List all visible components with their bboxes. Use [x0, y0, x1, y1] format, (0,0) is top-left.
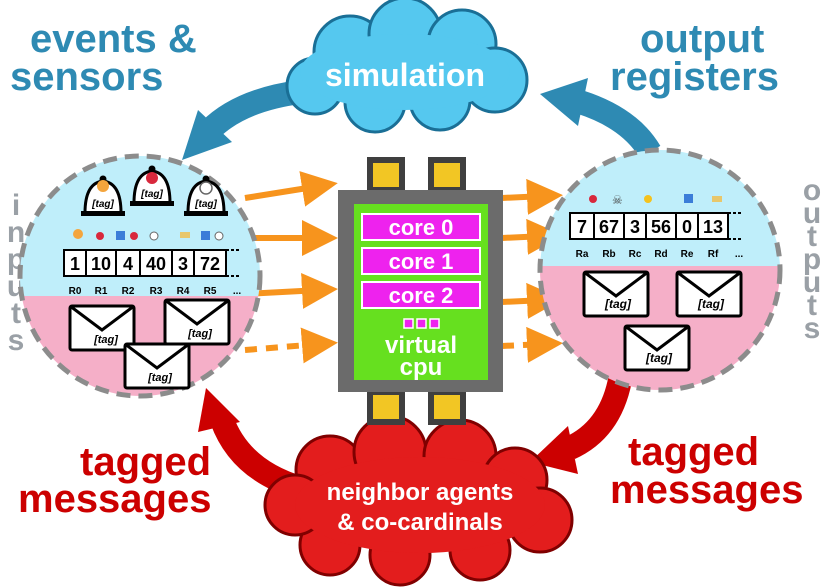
- bread-icon: [712, 196, 722, 202]
- register-value: 0: [682, 217, 692, 237]
- person-icon: [73, 229, 83, 239]
- register-value: 3: [630, 217, 640, 237]
- message-tag: [tag]: [697, 297, 725, 311]
- register-name: Rf: [708, 249, 719, 260]
- bell-tag-label: [tag]: [140, 189, 163, 200]
- label-tagged-right-line2: messages: [610, 468, 803, 512]
- message-tag: [tag]: [93, 334, 118, 346]
- message-tag: [tag]: [604, 297, 632, 311]
- strawberry-icon: [146, 172, 158, 184]
- chick-icon: [644, 195, 652, 203]
- message-tag: [tag]: [645, 351, 673, 365]
- register-name: R2: [122, 286, 135, 297]
- bell-tag-label: [tag]: [91, 199, 114, 210]
- inputs-circle: [tag] [tag] [tag] 1 10 4 40 3 72 R0 R1 R2 R3 R4 R5…: [17, 153, 263, 399]
- label-events-line2: sensors: [10, 55, 163, 99]
- cpu-core-box: [361, 281, 481, 309]
- clock-icon: [149, 231, 159, 241]
- register-name: R4: [177, 286, 190, 297]
- cpu-label-line1: virtual: [385, 332, 457, 359]
- bread-icon: [180, 232, 190, 238]
- register-value: 7: [577, 217, 587, 237]
- arrow-outputs-to-neighbors: [564, 377, 632, 459]
- simulation-cloud: simulation: [285, 0, 529, 134]
- save-icon: [201, 231, 210, 240]
- arrow-outputs-to-sim: [576, 90, 661, 159]
- register-name: Ra: [576, 249, 589, 260]
- clock-icon: [214, 231, 224, 241]
- arrow-sim-to-inputs-head: [182, 110, 232, 160]
- output-icons-row: ☠: [589, 193, 722, 207]
- register-value: 67: [599, 217, 619, 237]
- save-icon: [116, 231, 125, 240]
- neighbor-label-line2: & co-cardinals: [337, 509, 502, 536]
- register-cell: [569, 212, 595, 240]
- cpu-core-label: core 1: [389, 249, 454, 274]
- register-name: R5: [204, 286, 217, 297]
- register-name: ...: [735, 249, 744, 260]
- message-tag: [tag]: [187, 328, 212, 340]
- register-value: 72: [200, 254, 220, 274]
- label-tagged-right-line1: tagged: [628, 430, 759, 474]
- person-icon: [97, 180, 109, 192]
- register-name: Rd: [654, 249, 667, 260]
- neighbor-cloud: neighbor agents & co-cardinals: [263, 414, 574, 587]
- label-tagged-left-line1: tagged: [80, 440, 211, 484]
- orange-arrows-out: [501, 178, 563, 363]
- save-icon: [684, 194, 693, 203]
- label-output-line1: output: [640, 17, 764, 61]
- label-output-line2: registers: [610, 55, 779, 99]
- register-cell: [697, 212, 729, 240]
- register-name: ...: [233, 286, 242, 297]
- arrow-neighbors-to-inputs-head: [198, 388, 240, 432]
- register-value: 4: [123, 254, 133, 274]
- strawberry-icon: [96, 232, 104, 240]
- event-icons-row: [73, 229, 224, 241]
- label-tagged-left-line2: messages: [18, 477, 211, 521]
- register-name: Re: [681, 249, 694, 260]
- clock-icon: [199, 181, 213, 195]
- register-value: 56: [651, 217, 671, 237]
- cpu-core-box: [361, 213, 481, 241]
- label-events-line1: events &: [30, 17, 197, 61]
- skull-icon: ☠: [612, 193, 623, 207]
- register-name: Rc: [629, 249, 642, 260]
- register-name: R3: [150, 286, 163, 297]
- arrow-outputs-to-sim-head: [540, 78, 588, 126]
- register-cell: [193, 249, 227, 277]
- simulation-label: simulation: [325, 57, 485, 93]
- cpu-dots: [403, 318, 440, 329]
- register-name: R0: [69, 286, 82, 297]
- register-cell: [593, 212, 625, 240]
- cpu-core-box: [361, 247, 481, 275]
- register-cell: [645, 212, 677, 240]
- register-value: 13: [703, 217, 723, 237]
- cpu-label-line2: cpu: [400, 354, 443, 381]
- register-continuation: [728, 212, 742, 240]
- register-continuation: [226, 249, 240, 277]
- cpu-core-label: core 2: [389, 283, 454, 308]
- strawberry-icon: [130, 232, 138, 240]
- register-value: 40: [146, 254, 166, 274]
- cpu-core-label: core 0: [389, 215, 454, 240]
- register-name: R1: [95, 286, 108, 297]
- register-value: 1: [70, 254, 80, 274]
- register-cell: [115, 249, 141, 277]
- register-value: 3: [178, 254, 188, 274]
- virtual-cpu: core 0 core 1 core 2 virtual cpu: [338, 157, 503, 425]
- strawberry-icon: [589, 195, 597, 203]
- bell-tag-label: [tag]: [194, 199, 217, 210]
- neighbor-label-line1: neighbor agents: [327, 479, 514, 506]
- arrow-sim-to-inputs: [201, 80, 302, 139]
- register-name: Rb: [602, 249, 615, 260]
- register-value: 10: [91, 254, 111, 274]
- message-tag: [tag]: [147, 372, 172, 384]
